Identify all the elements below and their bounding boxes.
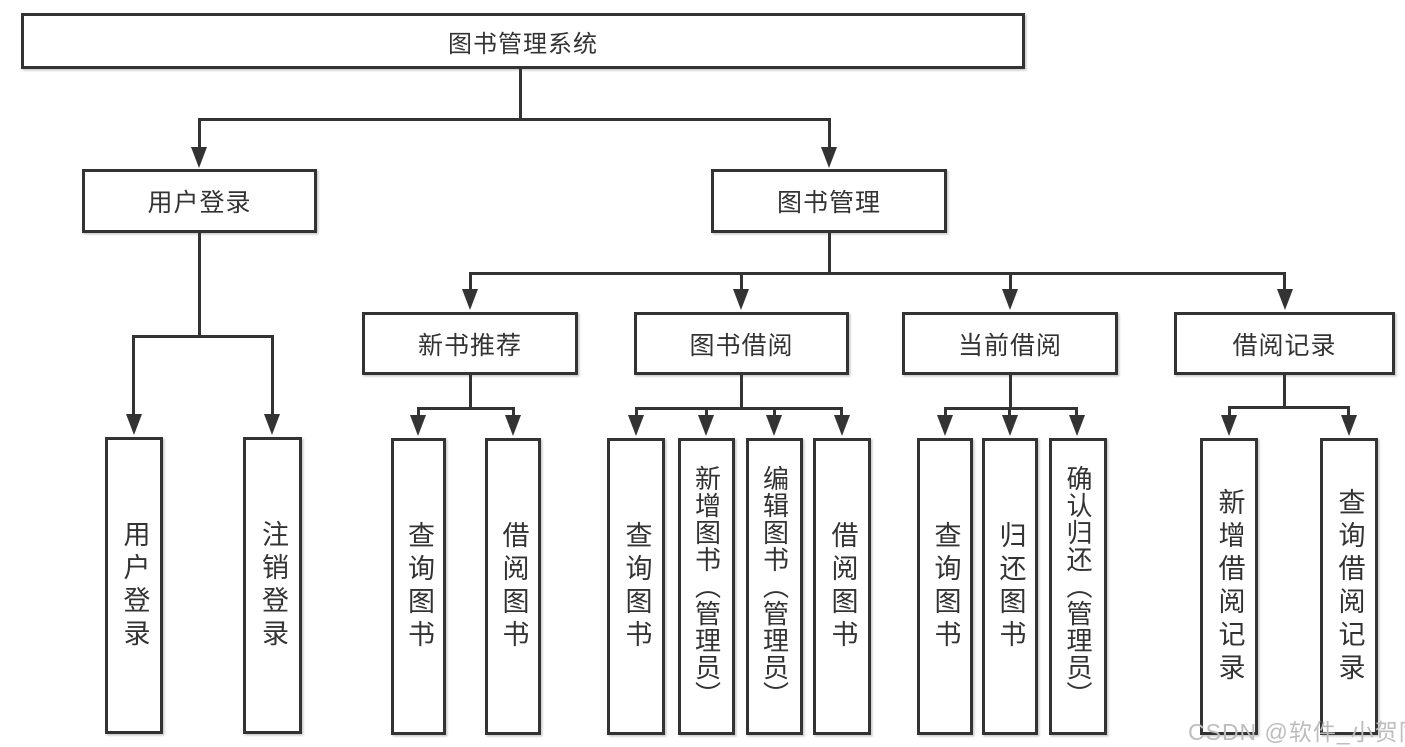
- leaf-logout: 注销登录: [243, 437, 302, 734]
- arrow-new-book-rec: [462, 289, 478, 310]
- connector-cb-drop1: [944, 407, 947, 415]
- connector-level1-rail: [198, 118, 830, 121]
- leaf-nbr-query-books: 查询图书: [391, 438, 446, 735]
- node-book-borrow-label: 图书借阅: [689, 331, 794, 360]
- arrow-nbr-borrow: [505, 415, 521, 436]
- connector-nbr-stem: [469, 375, 472, 407]
- arrow-cb-return: [1002, 415, 1018, 436]
- leaf-bb-borrow-books: 借阅图书: [813, 438, 871, 735]
- leaf-logout-label: 注销登录: [258, 519, 288, 652]
- connector-user-login-stem: [198, 233, 201, 336]
- node-root-label: 图书管理系统: [448, 30, 598, 58]
- csdn-watermark: CSDN @软件_小贺同学: [1188, 719, 1405, 745]
- arrow-bb-add: [698, 415, 714, 436]
- connector-drop-book-mgmt: [828, 118, 831, 147]
- connector-br-rail: [1228, 406, 1350, 409]
- leaf-user-login: 用户登录: [105, 437, 163, 734]
- node-user-login: 用户登录: [82, 169, 317, 233]
- node-user-login-label: 用户登录: [147, 189, 252, 217]
- connector-level3-rail: [469, 272, 1286, 275]
- connector-user-login-rail: [132, 335, 274, 338]
- leaf-user-login-label: 用户登录: [119, 519, 150, 652]
- arrow-login-leaf: [126, 414, 142, 435]
- arrow-cb-query: [937, 415, 953, 436]
- arrow-book-mgmt: [821, 147, 837, 168]
- connector-bb-rail: [635, 407, 842, 410]
- arrow-bb-edit: [766, 415, 782, 436]
- node-current-borrow: 当前借阅: [902, 312, 1118, 375]
- connector-nbr-drop2: [512, 407, 515, 415]
- leaf-br-add-record: 新增借阅记录: [1200, 438, 1258, 735]
- node-borrow-records: 借阅记录: [1174, 312, 1395, 375]
- connector-cb-drop3: [1075, 407, 1078, 415]
- leaf-bb-query-books-label: 查询图书: [621, 520, 652, 653]
- connector-cb-drop2: [1008, 407, 1011, 415]
- connector-nbr-drop1: [417, 407, 420, 415]
- connector-bb-drop3: [773, 407, 776, 415]
- connector-nbr-rail: [417, 407, 514, 410]
- node-book-mgmt: 图书管理: [711, 169, 947, 233]
- arrow-bb-query: [628, 415, 644, 436]
- connector-bb-stem: [740, 375, 743, 407]
- connector-br-drop2: [1347, 406, 1350, 415]
- node-root: 图书管理系统: [21, 13, 1025, 69]
- connector-bb-drop2: [705, 407, 708, 415]
- arrow-nbr-query: [410, 415, 426, 436]
- connector-drop-logout-leaf: [271, 335, 274, 414]
- connector-bb-drop4: [840, 407, 843, 415]
- leaf-cb-query-books-label: 查询图书: [930, 520, 961, 653]
- leaf-cb-return-books: 归还图书: [982, 438, 1038, 735]
- connector-root-stem: [519, 69, 522, 118]
- arrow-book-borrow: [733, 289, 749, 310]
- connector-book-mgmt-stem: [828, 233, 831, 272]
- leaf-cb-return-books-label: 归还图书: [995, 520, 1026, 653]
- connector-drop-new-book-rec: [469, 272, 472, 289]
- leaf-bb-edit-books-admin: 编辑图书（管理员）: [746, 438, 803, 735]
- leaf-nbr-query-books-label: 查询图书: [404, 520, 434, 653]
- node-current-borrow-label: 当前借阅: [957, 331, 1062, 360]
- connector-br-stem: [1283, 375, 1286, 406]
- connector-drop-user-login: [198, 118, 201, 147]
- leaf-br-add-record-label: 新增借阅记录: [1214, 487, 1245, 686]
- arrow-br-query: [1341, 415, 1357, 436]
- connector-drop-borrow-records: [1283, 272, 1286, 289]
- leaf-cb-query-books: 查询图书: [917, 438, 973, 735]
- connector-drop-book-borrow: [740, 272, 743, 289]
- arrow-current-borrow: [1002, 289, 1018, 310]
- arrow-borrow-records: [1277, 289, 1293, 310]
- leaf-nbr-borrow-books-label: 借阅图书: [498, 520, 529, 653]
- leaf-cb-confirm-return-admin-label: 确认归还（管理员）: [1063, 465, 1093, 708]
- leaf-bb-query-books: 查询图书: [607, 438, 665, 735]
- node-new-book-rec: 新书推荐: [362, 312, 578, 375]
- leaf-bb-edit-books-admin-label: 编辑图书（管理员）: [759, 465, 790, 708]
- connector-cb-stem: [1009, 375, 1012, 407]
- connector-cb-rail: [944, 407, 1078, 410]
- arrow-br-add: [1221, 415, 1237, 436]
- leaf-bb-add-books-admin: 新增图书（管理员）: [678, 438, 735, 735]
- arrow-bb-borrow: [834, 415, 850, 436]
- leaf-bb-add-books-admin-label: 新增图书（管理员）: [691, 465, 722, 708]
- node-book-borrow: 图书借阅: [634, 312, 849, 375]
- arrow-cb-confirm: [1069, 415, 1085, 436]
- arrow-logout-leaf: [264, 414, 280, 435]
- node-borrow-records-label: 借阅记录: [1232, 331, 1337, 360]
- connector-drop-current-borrow: [1009, 272, 1012, 289]
- node-new-book-rec-label: 新书推荐: [417, 331, 522, 360]
- connector-bb-drop1: [635, 407, 638, 415]
- arrow-user-login: [191, 147, 207, 168]
- node-book-mgmt-label: 图书管理: [776, 189, 881, 217]
- leaf-bb-borrow-books-label: 借阅图书: [827, 520, 858, 653]
- leaf-br-query-record-label: 查询借阅记录: [1334, 487, 1365, 686]
- connector-drop-login-leaf: [132, 335, 135, 414]
- connector-br-drop1: [1228, 406, 1231, 415]
- leaf-br-query-record: 查询借阅记录: [1320, 438, 1378, 735]
- leaf-cb-confirm-return-admin: 确认归还（管理员）: [1049, 438, 1107, 735]
- leaf-nbr-borrow-books: 借阅图书: [485, 438, 541, 735]
